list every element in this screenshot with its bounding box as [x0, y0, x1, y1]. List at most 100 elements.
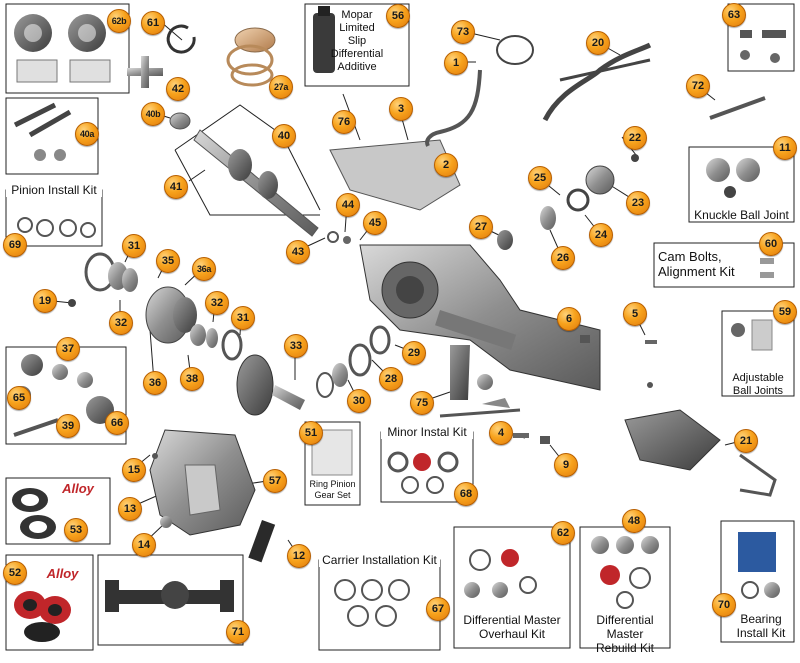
part-badge-2: 2 [434, 153, 458, 177]
part-badge-28: 28 [379, 367, 403, 391]
part-badge-65: 65 [7, 386, 31, 410]
part-badge-43: 43 [286, 240, 310, 264]
u-joint [127, 56, 163, 88]
kit-box-outlines [5, 3, 795, 651]
part-badge-14: 14 [132, 533, 156, 557]
alloy-seals-52 [14, 591, 71, 642]
part-badge-33: 33 [284, 334, 308, 358]
part-badge-40b: 40b [141, 102, 165, 126]
cam-bolts-60 [760, 258, 774, 278]
part-badge-73: 73 [451, 20, 475, 44]
part-badge-38: 38 [180, 367, 204, 391]
part-badge-42: 42 [166, 77, 190, 101]
part-badge-71: 71 [226, 620, 250, 644]
part-badge-61: 61 [141, 11, 165, 35]
part-badge-31: 31 [231, 306, 255, 330]
differential-master-rebuild-kit-label: Differential Master Rebuild Kit [595, 613, 655, 655]
part-badge-1: 1 [444, 51, 468, 75]
overhaul-kit-62 [464, 549, 537, 598]
vent-tube-73 [425, 35, 534, 147]
part-badge-51: 51 [299, 421, 323, 445]
rebuild-kit-48 [591, 536, 659, 609]
part-badge-69: 69 [3, 233, 27, 257]
part-badge-19: 19 [33, 289, 57, 313]
part-badge-25: 25 [528, 166, 552, 190]
part-badge-13: 13 [118, 497, 142, 521]
part-badge-40: 40 [272, 124, 296, 148]
part-badge-27a: 27a [269, 75, 293, 99]
mopar-additive-label: Mopar Limited Slip Differential Additive [330, 9, 384, 73]
complete-axle-71 [105, 580, 234, 612]
pinion-bearings-28-29-30 [316, 325, 391, 398]
part-badge-27: 27 [469, 215, 493, 239]
spider-gears-box-37 [13, 354, 114, 437]
cv-axle-72 [709, 96, 766, 120]
part-badge-56: 56 [386, 4, 410, 28]
part-badge-63: 63 [722, 3, 746, 27]
alloy-seals-53 [12, 488, 56, 539]
minor-install-kit-label: Minor Instal Kit [381, 425, 473, 439]
part-badge-41: 41 [164, 175, 188, 199]
part-badge-5: 5 [623, 302, 647, 326]
part-badge-31: 31 [122, 234, 146, 258]
small-seals-44-45 [327, 231, 351, 244]
knuckle-ball-joint-label: Knuckle Ball Joint [694, 208, 789, 222]
bolts-63 [740, 30, 786, 63]
part-badge-59: 59 [773, 300, 797, 324]
shield-76 [329, 139, 461, 211]
part-badge-15: 15 [122, 458, 146, 482]
part-badge-66: 66 [105, 411, 129, 435]
axle-housing [359, 244, 601, 391]
knuckle-21 [624, 409, 777, 497]
axle-shaft-41 [193, 129, 319, 237]
carrier-kit-67 [334, 579, 410, 627]
bracket-75 [439, 345, 521, 418]
bearing-install-kit-label: Bearing Install Kit [736, 612, 786, 640]
bearings-32-31 [190, 324, 243, 361]
part-badge-4: 4 [489, 421, 513, 445]
part-badge-40a: 40a [75, 122, 99, 146]
alloy-logo-1: Alloy [62, 481, 94, 496]
part-badge-29: 29 [402, 341, 426, 365]
part-badge-20: 20 [586, 31, 610, 55]
part-badge-68: 68 [454, 482, 478, 506]
part-badge-23: 23 [626, 191, 650, 215]
differential-case-36a [145, 286, 197, 344]
differential-master-overhaul-kit-label: Differential Master Overhaul Kit [463, 613, 561, 641]
part-badge-21: 21 [734, 429, 758, 453]
part-badge-24: 24 [589, 223, 613, 247]
part-badge-22: 22 [623, 126, 647, 150]
part-badge-45: 45 [363, 211, 387, 235]
bearing-kit-70 [738, 532, 780, 599]
part-badge-44: 44 [336, 193, 360, 217]
hub-parts [497, 154, 639, 250]
gear-set-photo [14, 14, 111, 83]
part-badge-11: 11 [773, 136, 797, 160]
axle-20 [542, 42, 652, 122]
part-badge-53: 53 [64, 518, 88, 542]
part-badge-75: 75 [410, 391, 434, 415]
part-badge-36a: 36a [192, 257, 216, 281]
ball-joint-59 [731, 319, 773, 351]
knuckle-ball-joint-11 [706, 158, 760, 198]
part-badge-76: 76 [332, 110, 356, 134]
part-badge-70: 70 [712, 593, 736, 617]
part-badge-52: 52 [3, 561, 27, 585]
part-badge-6: 6 [557, 307, 581, 331]
part-badge-57: 57 [263, 469, 287, 493]
small-hardware-4-5-6-9 [513, 335, 657, 444]
part-badge-67: 67 [426, 597, 450, 621]
alloy-logo-2: Alloy [46, 566, 79, 581]
cam-bolts-label: Cam Bolts, Alignment Kit [658, 249, 735, 279]
carrier-bearings-left [68, 252, 138, 307]
shims [226, 27, 276, 87]
fill-plug-15-14 [152, 453, 172, 528]
axle-shafts-40a [13, 102, 72, 161]
part-badge-12: 12 [287, 544, 311, 568]
part-badge-32: 32 [109, 311, 133, 335]
pinion-kit-69 [17, 217, 96, 238]
part-badge-60: 60 [759, 232, 783, 256]
diff-cover-57 [149, 429, 256, 536]
part-badge-35: 35 [156, 249, 180, 273]
